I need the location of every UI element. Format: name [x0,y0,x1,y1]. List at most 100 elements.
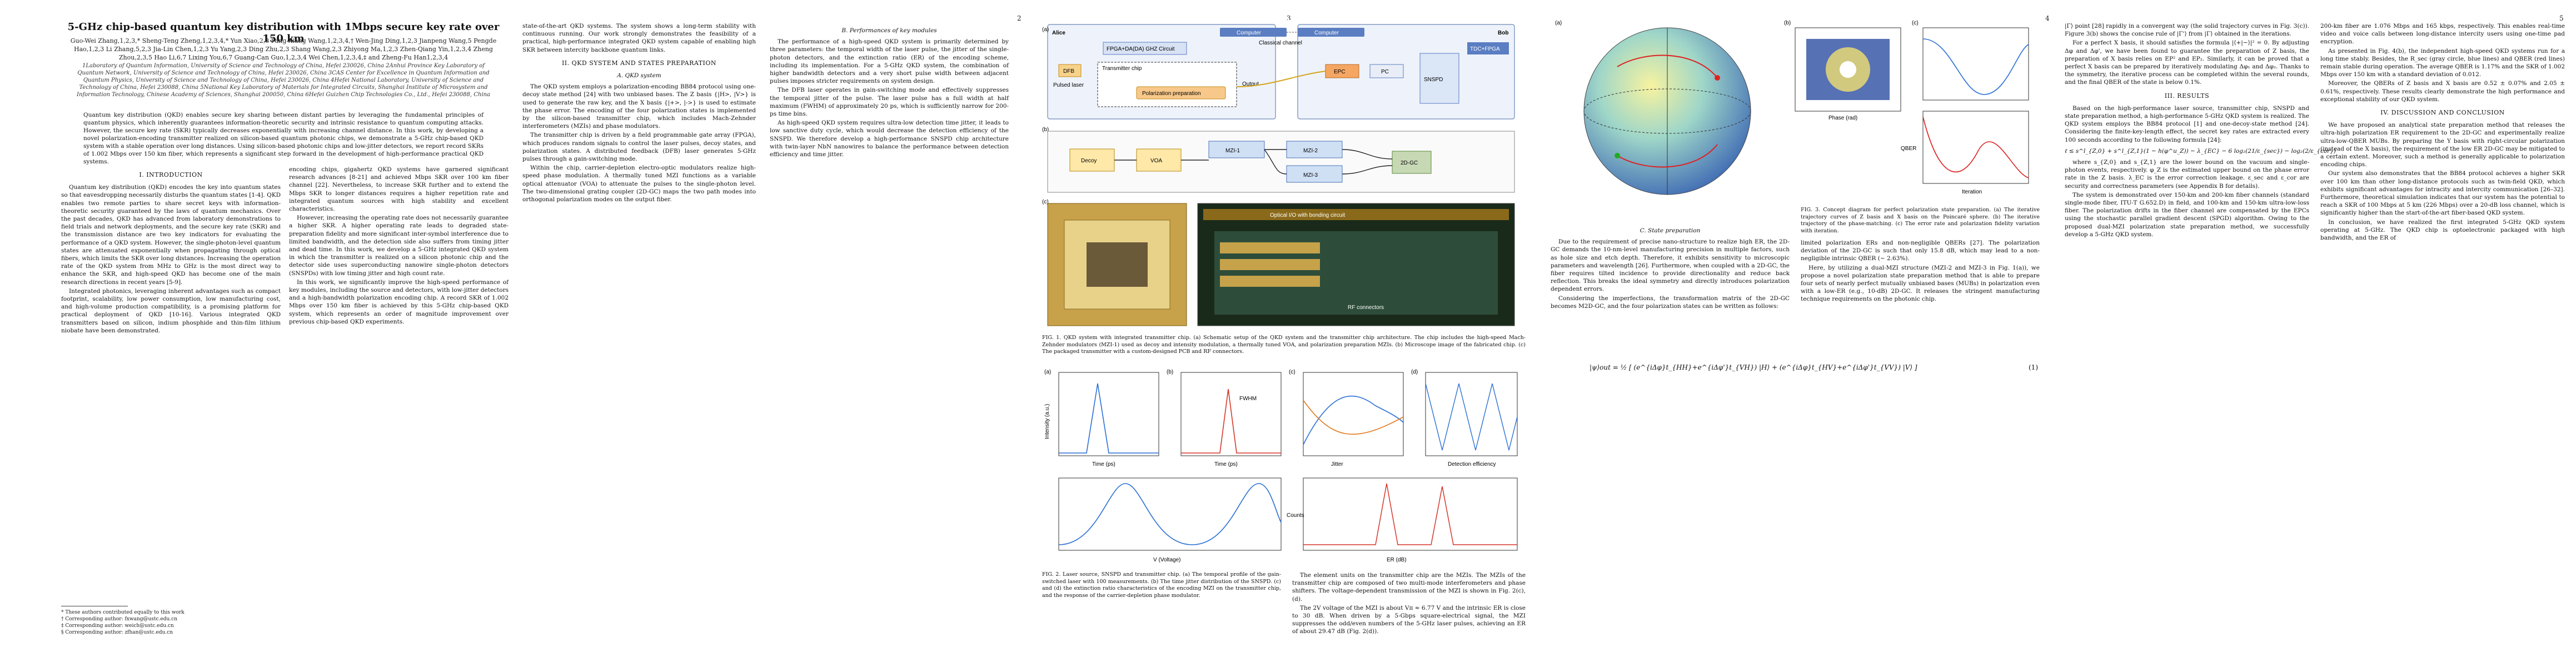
fig3-panel-c: (c) [1912,20,1919,26]
paragraph: The DFB laser operates in gain-switching… [770,87,1009,118]
subsection-heading: C. State preparation [1640,227,1701,234]
page2-column-right: B. Performances of key modules The perfo… [770,22,1009,160]
page4-column-left: C. State preparation Due to the requirem… [1551,222,1790,311]
mzi1-label: MZI-1 [1225,148,1240,154]
pcb-label: Optical I/O with bonding circuit [1270,212,1345,218]
fig2-xlabel: Time (ps) [1214,461,1238,467]
page-number: 2 [1017,14,1022,22]
paragraph: Quantum key distribution (QKD) encodes t… [61,184,281,286]
paragraph: However, increasing the operating rate d… [289,215,509,277]
paragraph: Within the chip, carrier-depletion elect… [522,165,756,203]
section-heading-discussion: IV. DISCUSSION AND CONCLUSION [2380,109,2505,117]
paragraph: Our system also demonstrates that the BB… [2320,170,2565,217]
panel-a-label: (a) [1042,27,1049,33]
equation-2: ℓ ≤ s^l_{Z,0} + s^l_{Z,1}(1 − h(φ^u_Z)) … [2065,147,2336,155]
snspd-label: SNSPD [1424,77,1443,83]
classical-channel-label: Classical channel [1259,40,1302,46]
page-number: 3 [1287,14,1291,22]
page4-column-right: limited polarization ERs and non-negligi… [1801,239,2040,305]
rf-connectors-label: RF connectors [1348,305,1384,311]
paragraph: encoding chips, gigahertz QKD systems ha… [289,166,509,213]
equation-1: |ψ⟩out = ½ [ (e^{iΔφ}t_{HH}+e^{iΔφ'}t_{V… [1590,364,1917,371]
figure-3-poincare: (a) (b) (c) Iteration QBER Phase (rad) [1551,17,2040,200]
footnotes: * These authors contributed equally to t… [61,609,281,636]
paper-title: 5-GHz chip-based quantum key distributio… [67,21,500,44]
figure-2-components: (a) Time (ps) Intensity (a.u.) (b) FWHM … [1042,367,1520,567]
fig2-fwhm: FWHM [1239,396,1257,402]
footnote: § Corresponding author: zfhan@ustc.edu.c… [61,630,173,635]
mzi3-label: MZI-3 [1303,172,1318,178]
section-heading-results: III. RESULTS [2164,92,2210,99]
page-4: 4 (a) (b) (c) Iteration QBER Phase (rad [1545,0,2059,667]
author-list: Guo-Wei Zhang,1,2,3,* Sheng-Teng Zheng,1… [70,37,497,61]
paragraph: As high-speed QKD system requires ultra-… [770,120,1009,158]
paragraph: where s_{Z,0} and s_{Z,1} are the lower … [2065,159,2309,190]
paragraph: The transmitter chip is driven by a fiel… [522,132,756,163]
bob-label: Bob [1498,30,1508,36]
figure-1-qkd-setup: Alice Bob (a) Computer Computer Classica… [1037,20,1526,331]
fig3-panel-b: (b) [1784,20,1791,26]
tdc-label: TDC+FPGA [1470,46,1500,52]
subsection-heading: B. Performances of key modules [841,27,937,34]
paragraph: limited polarization ERs and non-negligi… [1801,240,2040,262]
polarization-prep-label: Polarization preparation [1142,91,1201,97]
epc-label: EPC [1334,69,1346,75]
paragraph: Moreover, the QBERs of Z basis and X bas… [2320,80,2565,103]
fig2-panel-b: (b) [1167,369,1173,375]
page-3: 3 Alice Bob (a) Computer Computer Classi… [1031,0,1545,667]
paragraph: For a perfect X basis, it should satisfi… [2065,39,2309,86]
dfb-label: DFB [1063,68,1074,74]
paragraph: As presented in Fig. 4(b), the independe… [2320,47,2565,78]
output-label: Output [1242,81,1259,87]
fig2-xlabel: Detection efficiency [1448,461,1496,467]
section-heading-introduction: I. INTRODUCTION [139,171,203,178]
fig3-phase-label: Phase (rad) [1828,115,1857,121]
page-number: 4 [2045,14,2050,22]
computer-label: Computer [1314,30,1339,36]
fig2-xlabel: ER (dB) [1387,557,1407,563]
computer-label: Computer [1237,30,1262,36]
paragraph: The 2V voltage of the MZI is about Vπ ≈ … [1292,604,1526,635]
paragraph: Due to the requirement of precise nano-s… [1551,238,1790,293]
page5-column-right: 200-km fiber are 1.076 Mbps and 165 kbps… [2320,22,2565,243]
paragraph: The element units on the transmitter chi… [1292,572,1526,603]
paragraph: In conclusion, we have realized the firs… [2320,218,2565,242]
paragraph: Based on the high-performance laser sour… [2065,104,2309,143]
mzi2-label: MZI-2 [1303,148,1318,154]
page5-column-left: |Γ⟩ point [28] rapidly in a convergent w… [2065,22,2336,240]
fig3-ylabel: QBER [1901,146,1916,152]
page3-column-right: The element units on the transmitter chi… [1292,571,1526,637]
fig2-panel-c: (c) [1289,369,1296,375]
bob-box [1297,24,1515,120]
page1-column-right: encoding chips, gigahertz QKD systems ha… [289,166,509,327]
paragraph: The performance of a high-speed QKD syst… [770,38,1009,85]
abstract: Quantum key distribution (QKD) enables s… [83,112,484,165]
paragraph: We have proposed an analytical state pre… [2320,122,2565,168]
paragraph: Here, by utilizing a dual-MZI structure … [1801,264,2040,303]
voa-label: VOA [1150,158,1162,164]
fig2-panel-d: (d) [1411,369,1418,375]
page-2: 2 state-of-the-art QKD systems. The syst… [517,0,1031,667]
paragraph: In this work, we significantly improve t… [289,278,509,325]
paragraph: 200-km fiber are 1.076 Mbps and 165 kbps… [2320,23,2565,46]
panel-b-label: (b) [1042,127,1049,133]
paragraph: The QKD system employs a polarization-en… [522,83,756,130]
equation-number: (1) [2029,364,2038,371]
pulsed-laser-label: Pulsed laser [1053,82,1084,88]
page1-column-left: I. INTRODUCTION Quantum key distribution… [61,166,281,336]
figure-2-caption: FIG. 2. Laser source, SNSPD and transmit… [1042,571,1281,599]
subsection-heading: A. QKD system [617,72,661,79]
paragraph: Considering the imperfections, the trans… [1551,295,1790,310]
page-number: 5 [2559,14,2564,22]
transmitter-chip-label: Transmitter chip [1102,66,1142,72]
fig2-xlabel: Jitter [1331,461,1343,467]
affiliations: 1Laboratory of Quantum Information, Univ… [77,63,490,98]
panel-c-label: (c) [1042,199,1049,205]
paragraph: state-of-the-art QKD systems. The system… [522,23,756,53]
fig2-ylabel: Counts [1287,512,1304,519]
figure-3-caption: FIG. 3. Concept diagram for perfect pola… [1801,207,2040,234]
paragraph: Integrated photonics, leveraging inheren… [61,287,281,334]
fig3-panel-a: (a) [1555,20,1562,26]
page-5: 5 |Γ⟩ point [28] rapidly in a convergent… [2059,0,2576,667]
decoy-label: Decoy [1081,158,1097,164]
